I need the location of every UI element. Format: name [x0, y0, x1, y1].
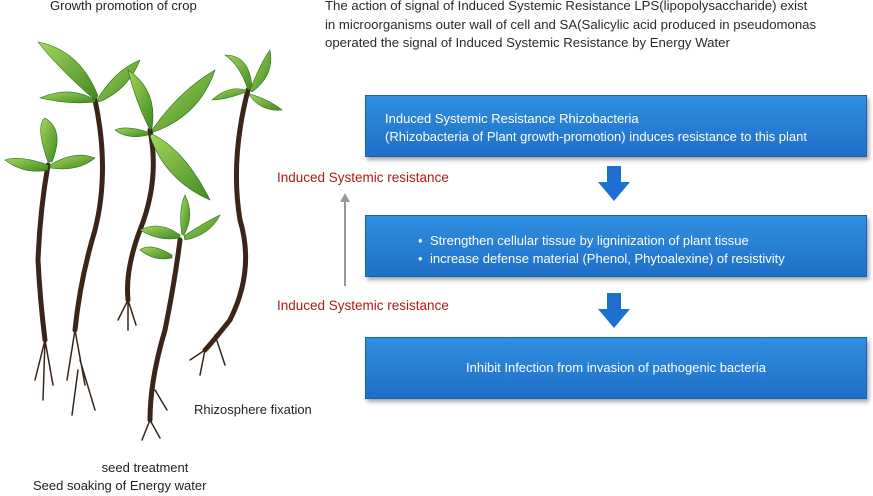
intro-line-2: in microorganisms outer wall of cell and…	[325, 16, 817, 32]
box1-line-2: (Rhizobacteria of Plant growth-promotion…	[385, 128, 807, 144]
seed-soaking-label: Seed soaking of Energy water	[33, 478, 207, 493]
box2-item-2-text: increase defense material (Phenol, Phyto…	[430, 250, 785, 266]
flow-box-inhibit: Inhibit Infection from invasion of patho…	[365, 337, 867, 399]
plant-seedlings-illustration	[4, 41, 283, 441]
box3-text: Inhibit Infection from invasion of patho…	[466, 360, 766, 375]
down-arrow-icon-2	[598, 293, 630, 328]
intro-line-3: operated the signal of Induced Systemic …	[325, 35, 730, 50]
box2-item-1: • Strengthen cellular tissue by ligniniza…	[418, 232, 866, 250]
induced-resistance-label-lower: Induced Systemic resistance	[277, 298, 449, 313]
bullet-icon: •	[418, 250, 423, 266]
seed-treatment-label: seed treatment	[101, 460, 189, 475]
box1-line-1: Induced Systemic Resistance Rhizobacteri…	[385, 111, 639, 126]
down-arrow-icon-1	[598, 166, 630, 201]
rhizosphere-label: Rhizosphere fixation	[194, 402, 312, 417]
up-arrow-icon	[340, 193, 350, 286]
box2-item-2: • increase defense material (Phenol, Phyt…	[418, 250, 866, 268]
induced-resistance-label-upper: Induced Systemic resistance	[277, 170, 449, 185]
box2-item-1-text: Strengthen cellular tissue by ligninizat…	[430, 233, 749, 248]
intro-line-1: The action of signal of Induced Systemic…	[325, 0, 808, 13]
bullet-icon: •	[418, 233, 423, 248]
flow-box-strengthen: • Strengthen cellular tissue by ligniniza…	[365, 215, 867, 277]
intro-paragraph: The action of signal of Induced Systemic…	[325, 0, 873, 53]
growth-label: Growth promotion of crop	[50, 0, 197, 13]
flow-box-rhizobacteria: Induced Systemic Resistance Rhizobacteri…	[365, 95, 867, 157]
